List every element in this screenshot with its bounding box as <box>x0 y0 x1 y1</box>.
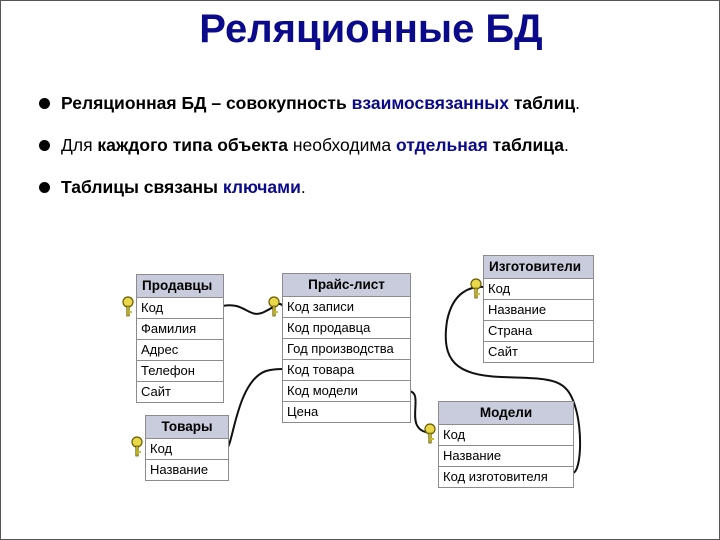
table-field: Адрес <box>137 340 223 361</box>
table-field: Фамилия <box>137 319 223 340</box>
bullet-text: . <box>300 177 306 197</box>
bullet-text: таблица <box>487 135 564 155</box>
bullet-text: Таблицы связаны <box>61 177 223 197</box>
table-field: Код товара <box>283 360 410 381</box>
table-field: Код модели <box>283 381 410 402</box>
bullet-text: каждого типа объекта <box>97 135 289 155</box>
bullet-text: ключами <box>222 177 301 197</box>
bullet-text: таблиц <box>509 93 576 113</box>
table-field: Код продавца <box>283 318 410 339</box>
table-pricelist-header: Прайс-лист <box>283 274 410 297</box>
bullet-text: необходима <box>288 135 396 155</box>
table-field: Код <box>439 425 573 446</box>
table-field: Код <box>484 279 593 300</box>
bullet-item: Для каждого типа объекта необходима отде… <box>39 131 580 173</box>
link-pricelist-models <box>408 390 432 434</box>
bullet-text: . <box>563 135 569 155</box>
bullet-text: взаимосвязанных <box>351 93 509 113</box>
table-field: Код <box>146 439 228 460</box>
table-goods-header: Товары <box>146 416 228 439</box>
table-field: Сайт <box>141 384 171 399</box>
bullet-dot <box>39 140 50 151</box>
table-field: Страна <box>484 321 593 342</box>
table-field: Название <box>439 446 573 467</box>
table-field: Цена <box>287 404 319 419</box>
bullet-item: Таблицы связаны ключами. <box>39 173 580 215</box>
table-sellers-header: Продавцы <box>137 275 223 298</box>
table-field: Год производства <box>283 339 410 360</box>
bullet-dot <box>39 182 50 193</box>
table-field: Код изготовителя <box>443 469 548 484</box>
table-field: Телефон <box>137 361 223 382</box>
bullet-text: . <box>575 93 581 113</box>
bullet-text: Для <box>61 135 98 155</box>
table-field: Сайт <box>488 344 518 359</box>
key-icon <box>268 296 280 317</box>
bullet-dot <box>39 98 50 109</box>
bullet-text: отдельная <box>395 135 488 155</box>
link-sellers-pricelist <box>221 302 284 315</box>
link-makers-models <box>444 285 582 474</box>
link-goods-pricelist <box>226 368 284 449</box>
key-icon <box>122 296 134 317</box>
table-field: Название <box>484 300 593 321</box>
bullet-item: Реляционная БД – совокупность взаимосвяз… <box>39 89 580 131</box>
table-makers-header: Изготовители <box>484 256 593 279</box>
table-field: Код записи <box>283 297 410 318</box>
slide-title: Реляционные БД <box>199 7 543 51</box>
key-icon <box>424 423 436 444</box>
table-field: Название <box>150 462 209 477</box>
key-icon <box>131 436 143 457</box>
key-icon <box>470 278 482 299</box>
table-models-header: Модели <box>439 402 573 425</box>
bullet-list: Реляционная БД – совокупность взаимосвяз… <box>39 89 580 215</box>
table-field: Код <box>137 298 223 319</box>
bullet-text: Реляционная БД – совокупность <box>61 93 352 113</box>
